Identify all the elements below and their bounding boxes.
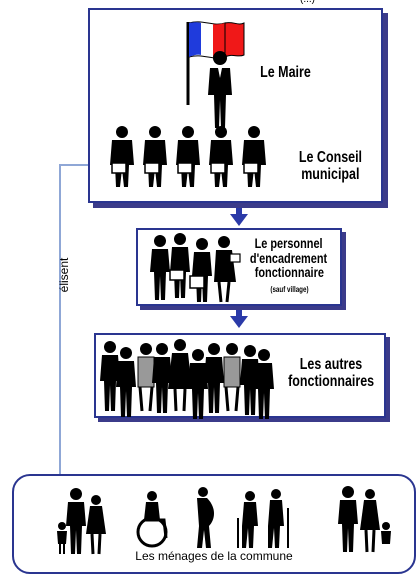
- worker-figures: [100, 339, 274, 419]
- management-label: Le personnel d'encadrement fonctionnaire…: [250, 235, 328, 295]
- worker-figure-icon: [137, 343, 155, 412]
- mayor-council-box: Le Maire Le Conseil municipal: [88, 8, 383, 203]
- staff-figures: [150, 233, 241, 303]
- wheelchair-icon: [136, 491, 168, 548]
- council-member-icon: [208, 125, 234, 188]
- households-label: Les ménages de la commune: [135, 549, 293, 563]
- elect-label: élisent: [57, 257, 71, 293]
- council-member-icon: [175, 125, 201, 188]
- staff-figure-icon: [214, 236, 241, 303]
- flag-icon: [186, 21, 245, 105]
- staff-figure-icon: [169, 233, 190, 298]
- staff-figure-icon: [189, 238, 212, 302]
- family-icon: [338, 486, 391, 553]
- management-box: Le personnel d'encadrement fonctionnaire…: [136, 228, 342, 306]
- worker-figure-icon: [168, 339, 192, 412]
- top-partial-text: (...): [300, 0, 315, 5]
- pregnant-woman-icon: [197, 487, 214, 548]
- other-staff-label: Les autres fonctionnaires: [288, 356, 375, 390]
- other-staff-box: Les autres fonctionnaires: [94, 333, 386, 419]
- council-member-icon: [241, 125, 267, 188]
- households-box: Les ménages de la commune: [12, 474, 416, 574]
- council-label: Le Conseil municipal: [298, 149, 362, 183]
- staff-figure-icon: [150, 235, 170, 300]
- family-icon: [57, 488, 106, 555]
- mayor-figure-icon: [208, 51, 232, 128]
- worker-figure-icon: [223, 343, 241, 412]
- council-members: [110, 125, 267, 188]
- worker-figure-icon: [100, 341, 120, 411]
- mayor-label: Le Maire: [259, 64, 311, 81]
- council-member-icon: [110, 126, 134, 187]
- elect-connector: [59, 160, 248, 475]
- elderly-couple-icon: [237, 489, 289, 548]
- council-member-icon: [142, 125, 168, 188]
